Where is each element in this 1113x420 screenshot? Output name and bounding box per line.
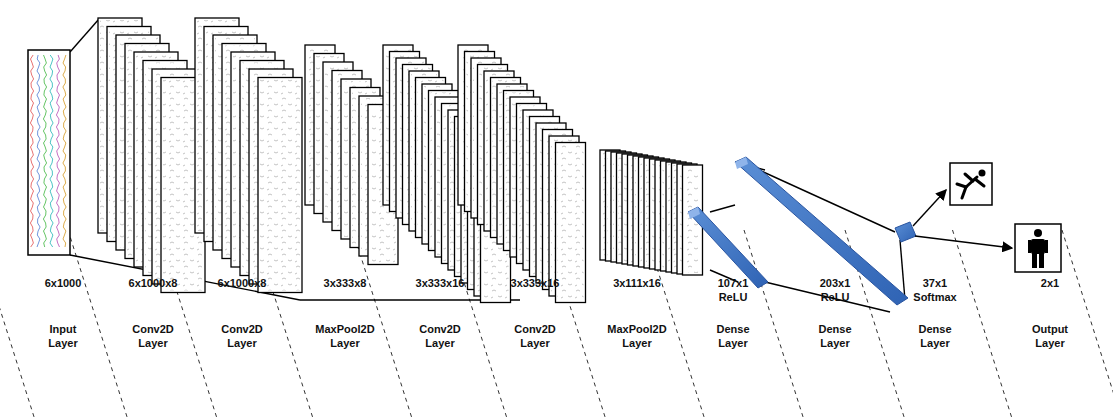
layer-name: Dense Layer [716, 322, 749, 350]
label-cell: Dense Layer [887, 322, 983, 350]
label-cell: Conv2D Layer [392, 322, 488, 350]
dimension-label: 3x333x16 [511, 276, 560, 290]
dimension-label: 6x1000 [45, 276, 82, 290]
layer-name: Conv2D Layer [221, 322, 263, 350]
dimension-label: 3x333x8 [324, 276, 367, 290]
dimension-label: 107x1 ReLU [718, 276, 749, 304]
label-cell: MaxPool2D Layer [589, 322, 685, 350]
label-cell: MaxPool2D Layer [297, 322, 393, 350]
label-cell: Conv2D Layer [105, 322, 201, 350]
label-cell: 203x1 ReLU [787, 276, 883, 304]
layer-name: Conv2D Layer [514, 322, 556, 350]
dimension-label: 2x1 [1041, 276, 1059, 290]
label-cell: Conv2D Layer [194, 322, 290, 350]
layer-name: Input Layer [48, 322, 77, 350]
layer-name: Dense Layer [918, 322, 951, 350]
label-cell: 3x333x8 [297, 276, 393, 290]
label-cell: Input Layer [15, 322, 111, 350]
layer-name: Dense Layer [818, 322, 851, 350]
layer-name: MaxPool2D Layer [315, 322, 374, 350]
layer-name: Conv2D Layer [419, 322, 461, 350]
label-cell: 6x1000x8 [105, 276, 201, 290]
label-cell: Output Layer [1002, 322, 1098, 350]
dimension-label: 37x1 Softmax [913, 276, 956, 304]
dimension-label: 6x1000x8 [129, 276, 178, 290]
label-cell: Conv2D Layer [487, 322, 583, 350]
layer-name: Conv2D Layer [132, 322, 174, 350]
label-cell: 3x333x16 [487, 276, 583, 290]
label-cell: 6x1000x8 [194, 276, 290, 290]
dimension-label: 3x111x16 [613, 276, 661, 290]
label-cell: 2x1 [1002, 276, 1098, 290]
label-cell: 3x111x16 [589, 276, 685, 290]
label-cell: Dense Layer [787, 322, 883, 350]
dimension-label: 203x1 ReLU [820, 276, 851, 304]
dimension-label: 6x1000x8 [218, 276, 267, 290]
label-cell: 107x1 ReLU [685, 276, 781, 304]
layer-name: Output Layer [1032, 322, 1068, 350]
label-cell: Dense Layer [685, 322, 781, 350]
layer-name: MaxPool2D Layer [607, 322, 666, 350]
dimension-label: 3x333x16 [416, 276, 465, 290]
label-cell: 3x333x16 [392, 276, 488, 290]
label-cell: 6x1000 [15, 276, 111, 290]
label-cell: 37x1 Softmax [887, 276, 983, 304]
